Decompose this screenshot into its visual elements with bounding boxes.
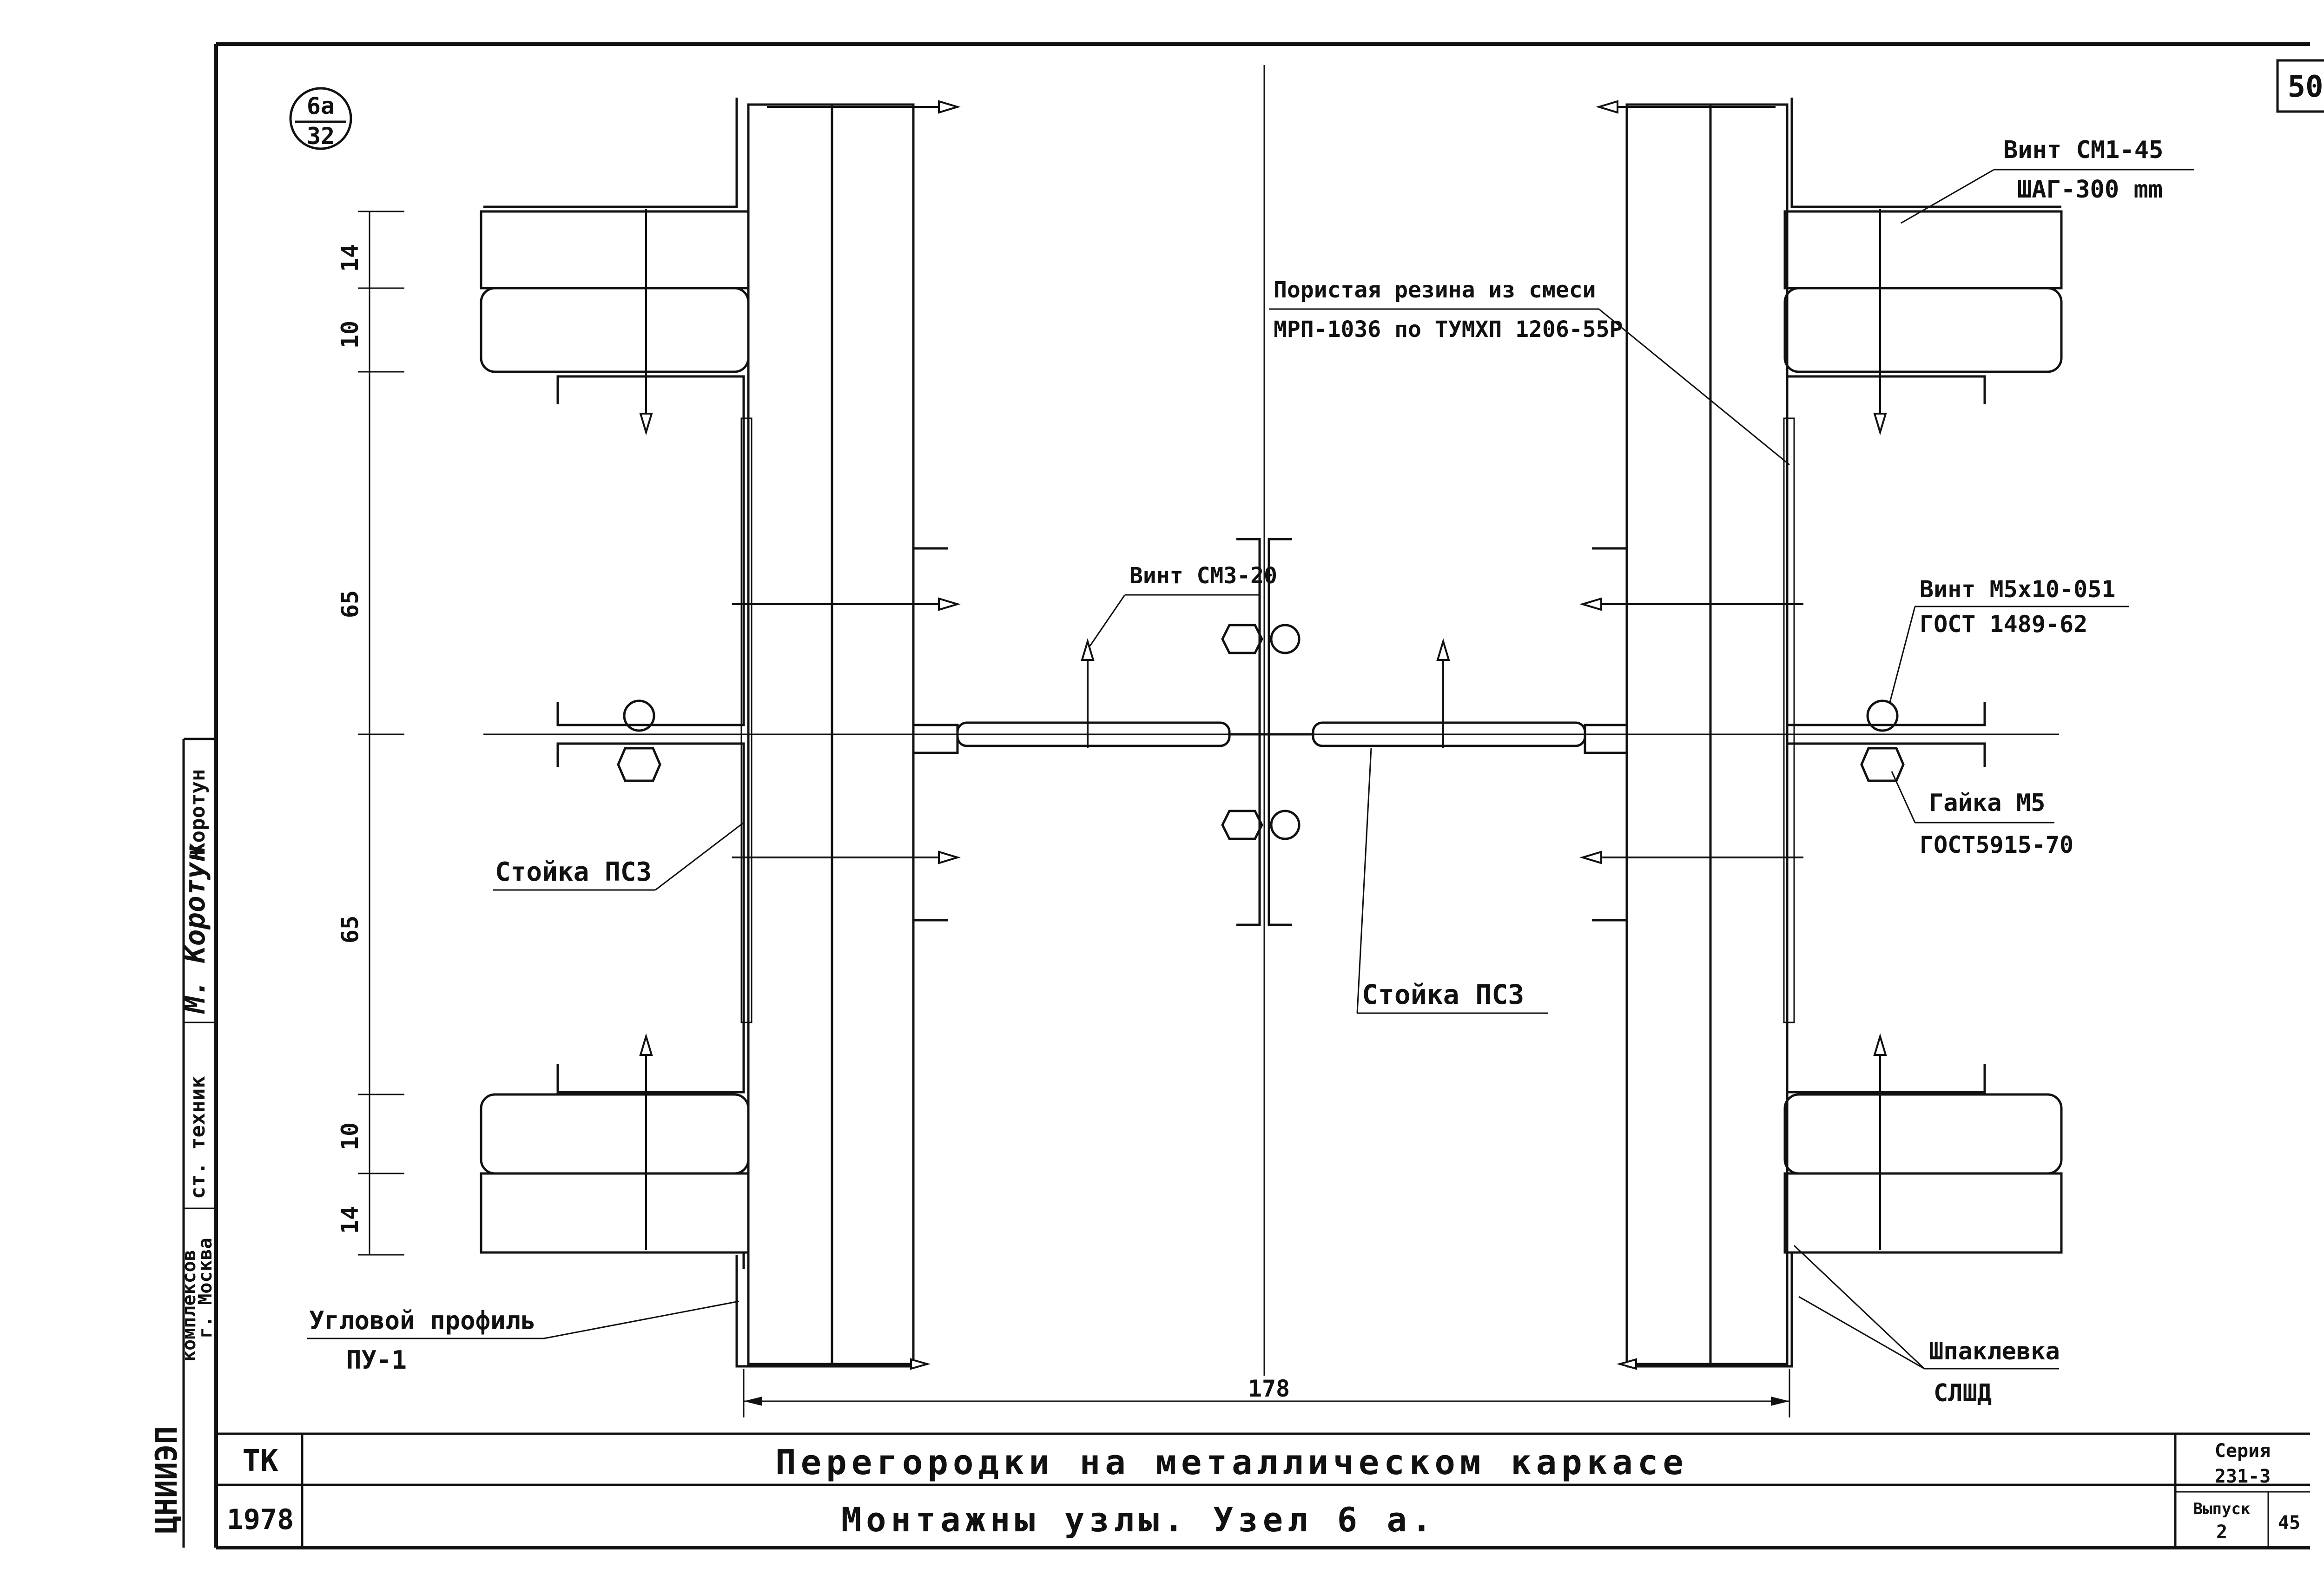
dimension-chain-left: 14 10 65 65 10 14 [337, 211, 404, 1256]
page-number-box: 50 [2276, 59, 2324, 113]
screw-horizontal [1579, 597, 1803, 611]
annotation-rubber: Пористая резина из смеси МРП-1036 по ТУМ… [1269, 277, 1790, 466]
dim-14-bottom: 14 [337, 1206, 363, 1234]
label-rubber-2: МРП-1036 по ТУМХП 1206-55Р [1274, 316, 1623, 343]
label-putty-2: СЛШД [1934, 1379, 1992, 1407]
label-corner-1: Угловой профиль [309, 1306, 536, 1335]
annotation-screw-m5: Винт М5х10-051 ГОСТ 1489-62 [1888, 576, 2129, 705]
right-post-profile [1786, 375, 1986, 1094]
dim-10-top: 10 [337, 321, 363, 349]
label-screw-m5-1: Винт М5х10-051 [1920, 576, 2115, 603]
nut-center-top [1221, 624, 1301, 654]
self-tapping-screws [639, 100, 1887, 1370]
title-line-2: Монтажны узлы. Узел 6 а. [841, 1500, 1436, 1539]
title-year: 1978 [227, 1503, 294, 1536]
left-post-profile [556, 375, 745, 1094]
screw-horizontal [1596, 100, 1776, 114]
stamp-org: ЦНИИЭП [150, 1426, 184, 1534]
annotation-post-center: Стойка ПС3 [1356, 748, 1548, 1014]
dim-14-top: 14 [337, 244, 363, 272]
label-screw-cm1: Винт СМ1-45 [2003, 136, 2163, 164]
nut-right [1860, 699, 1905, 782]
screw-vertical [639, 209, 653, 435]
sheet-frame [214, 42, 2310, 1549]
annotation-putty: Шпаклевка СЛШД [1793, 1245, 2060, 1407]
screw-vertical [1436, 638, 1450, 748]
annotation-post-left: Стойка ПС3 [493, 822, 744, 891]
dim-65-top: 65 [337, 590, 363, 618]
label-nut-1: Гайка М5 [1929, 789, 2045, 817]
stamp-role: ст. техник [186, 1076, 210, 1199]
label-corner-2: ПУ-1 [346, 1345, 407, 1375]
annotation-corner-profile: Угловой профиль ПУ-1 [307, 1300, 739, 1375]
center-posts [912, 538, 1628, 926]
label-screw-cm1-step: ШАГ-300 mm [2017, 176, 2163, 204]
title-code: ТК [242, 1444, 278, 1478]
right-bottom-panel [1783, 1093, 2063, 1254]
screw-vertical [1873, 1033, 1887, 1250]
left-top-panel [480, 210, 750, 373]
label-screw-cm3: Винт СМ3-20 [1129, 563, 1277, 589]
annotation-screw-cm3: Винт СМ3-20 [1089, 563, 1277, 646]
issue-label: Выпуск [2193, 1500, 2251, 1518]
page-number: 50 [2287, 70, 2323, 104]
dim-10-bottom: 10 [337, 1122, 363, 1150]
screw-horizontal [1579, 850, 1803, 864]
dim-65-bottom: 65 [337, 916, 363, 943]
side-stamp: ЦНИИЭП комплексов г. Москва ст. техник М… [150, 738, 216, 1548]
nut-left [617, 699, 661, 782]
screw-vertical [639, 1033, 653, 1250]
title-line-1: Перегородки на металлическом каркасе [775, 1443, 1688, 1483]
screw-vertical [1081, 638, 1095, 748]
sheet-value: 45 [2278, 1512, 2300, 1534]
issue-value: 2 [2216, 1522, 2227, 1543]
dim-178: 178 [1248, 1375, 1290, 1402]
stamp-city: г. Москва [195, 1238, 216, 1338]
screw-vertical [1873, 209, 1887, 435]
right-top-panel [1783, 210, 2063, 373]
annotation-nut: Гайка М5 ГОСТ5915-70 [1891, 771, 2073, 858]
screw-horizontal [762, 1358, 931, 1370]
label-nut-2: ГОСТ5915-70 [1920, 831, 2073, 858]
node-mark: 6а 32 [289, 87, 352, 150]
nut-center-bottom [1221, 810, 1301, 840]
label-putty-1: Шпаклевка [1929, 1338, 2060, 1365]
label-post-left: Стойка ПС3 [495, 857, 652, 887]
annotation-screw-cm1: Винт СМ1-45 ШАГ-300 mm [1901, 136, 2194, 224]
stamp-name: Коротун [186, 769, 210, 855]
label-post-center: Стойка ПС3 [1362, 979, 1524, 1010]
screw-horizontal [767, 100, 961, 114]
series-value: 231-3 [2215, 1466, 2271, 1487]
corner-profiles [483, 98, 2061, 1368]
node-mark-sheet: 32 [307, 123, 335, 150]
stamp-signature: М. Коротун [179, 845, 211, 1014]
label-screw-m5-2: ГОСТ 1489-62 [1920, 611, 2087, 638]
stamp-org-2: комплексов [178, 1250, 200, 1362]
left-bottom-panel [480, 1093, 750, 1254]
node-mark-number: 6а [307, 92, 335, 119]
dimension-bottom: 178 [743, 1369, 1790, 1417]
screw-horizontal [1616, 1358, 1771, 1370]
screw-horizontal [732, 597, 961, 611]
screw-horizontal [732, 850, 961, 864]
series-label: Серия [2215, 1440, 2271, 1462]
title-block: ТК 1978 Перегородки на металлическом кар… [227, 1440, 2300, 1543]
axis-lines [483, 65, 2059, 1376]
label-rubber-1: Пористая резина из смеси [1274, 277, 1596, 303]
